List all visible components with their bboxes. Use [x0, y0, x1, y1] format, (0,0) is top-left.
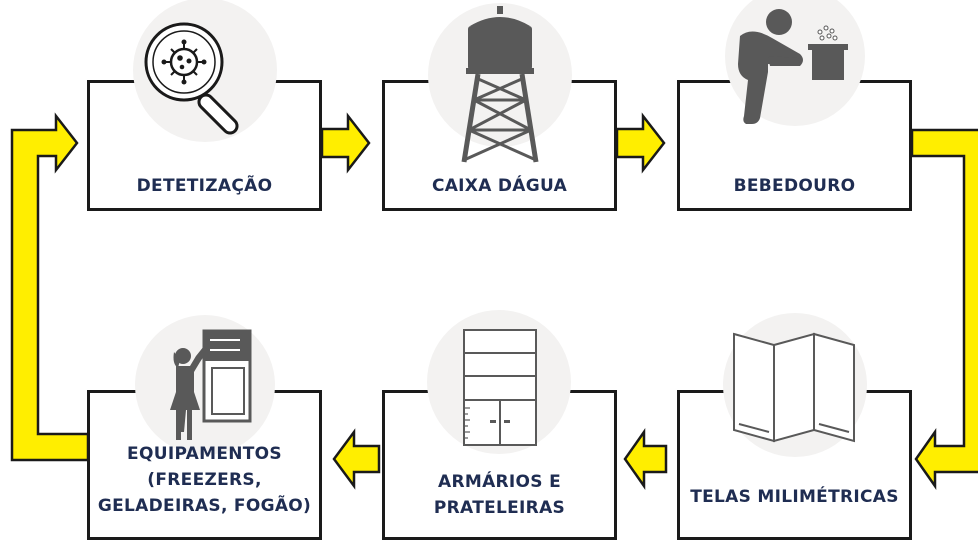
arrow-telas-to-armarios [623, 428, 668, 490]
label-telas-milimetricas: TELAS MILIMÉTRICAS [690, 487, 899, 507]
folding-screen-icon [723, 313, 867, 457]
cycle-diagram: DETETIZAÇÃO CAIXA DÁGUA BEBEDOURO TELAS … [10, 0, 978, 540]
label-equipamentos: EQUIPAMENTOS (FREEZERS, GELADEIRAS, FOGÃ… [97, 444, 312, 516]
connectors-layer [10, 112, 978, 490]
water-tower-icon [428, 3, 572, 163]
arrow-detetizacao-to-caixa [320, 112, 371, 174]
arrow-caixa-to-bebedouro [615, 112, 666, 174]
label-detetizacao: DETETIZAÇÃO [136, 176, 273, 196]
cabinet-shelves-icon [427, 310, 571, 454]
label-armarios-prateleiras: ARMÁRIOS E PRATELEIRAS [433, 472, 566, 518]
person-at-refrigerator-icon [135, 315, 275, 455]
arrow-armarios-to-equipamentos [332, 428, 381, 490]
virus-magnifier-icon [133, 0, 277, 142]
label-bebedouro: BEBEDOURO [733, 176, 856, 196]
label-caixa-dagua: CAIXA DÁGUA [431, 176, 568, 196]
drinking-fountain-icon [725, 0, 865, 126]
arrow-bebedouro-to-telas [910, 128, 978, 490]
arrow-equipamentos-to-detetizacao [10, 112, 90, 462]
icons-layer [133, 0, 867, 457]
